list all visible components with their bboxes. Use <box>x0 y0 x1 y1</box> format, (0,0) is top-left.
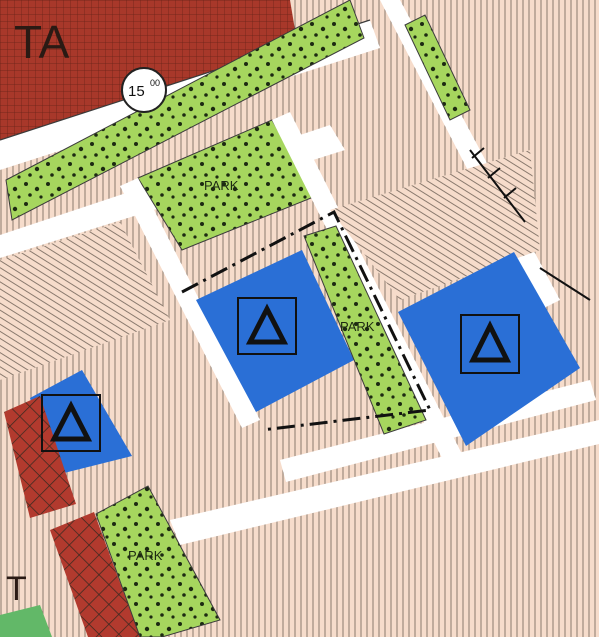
green-zone-corner <box>0 605 52 637</box>
road-width-superscript: 00 <box>150 78 160 88</box>
commercial-zone-west <box>4 396 76 518</box>
residential-block-west <box>0 222 170 380</box>
road-width-value: 15 <box>128 83 145 100</box>
park-north-label: PARK <box>204 178 239 193</box>
road-width-marker: 15 00 <box>121 67 167 113</box>
road-south <box>170 420 599 545</box>
road-diagonal-center <box>272 112 470 478</box>
district-label-fragment-south: T <box>6 570 27 608</box>
triangle-icon <box>41 394 101 452</box>
park-south-label: PARK <box>128 548 163 563</box>
road-diagonal-west <box>120 178 260 428</box>
triangle-icon <box>460 314 520 374</box>
commercial-zone-south <box>50 512 140 637</box>
public-facility-east <box>398 252 580 446</box>
triangle-icon <box>237 297 297 355</box>
rail-line <box>469 147 591 301</box>
park-center-label: PARK <box>340 319 375 334</box>
residential-block-east <box>330 150 540 300</box>
district-label-fragment: TA <box>14 16 70 68</box>
park-strip-east <box>404 14 471 121</box>
park-strip-north <box>5 0 365 221</box>
park-south <box>95 485 221 637</box>
public-facility-center <box>196 250 354 412</box>
park-center <box>303 225 427 435</box>
boundary-line <box>181 209 433 432</box>
